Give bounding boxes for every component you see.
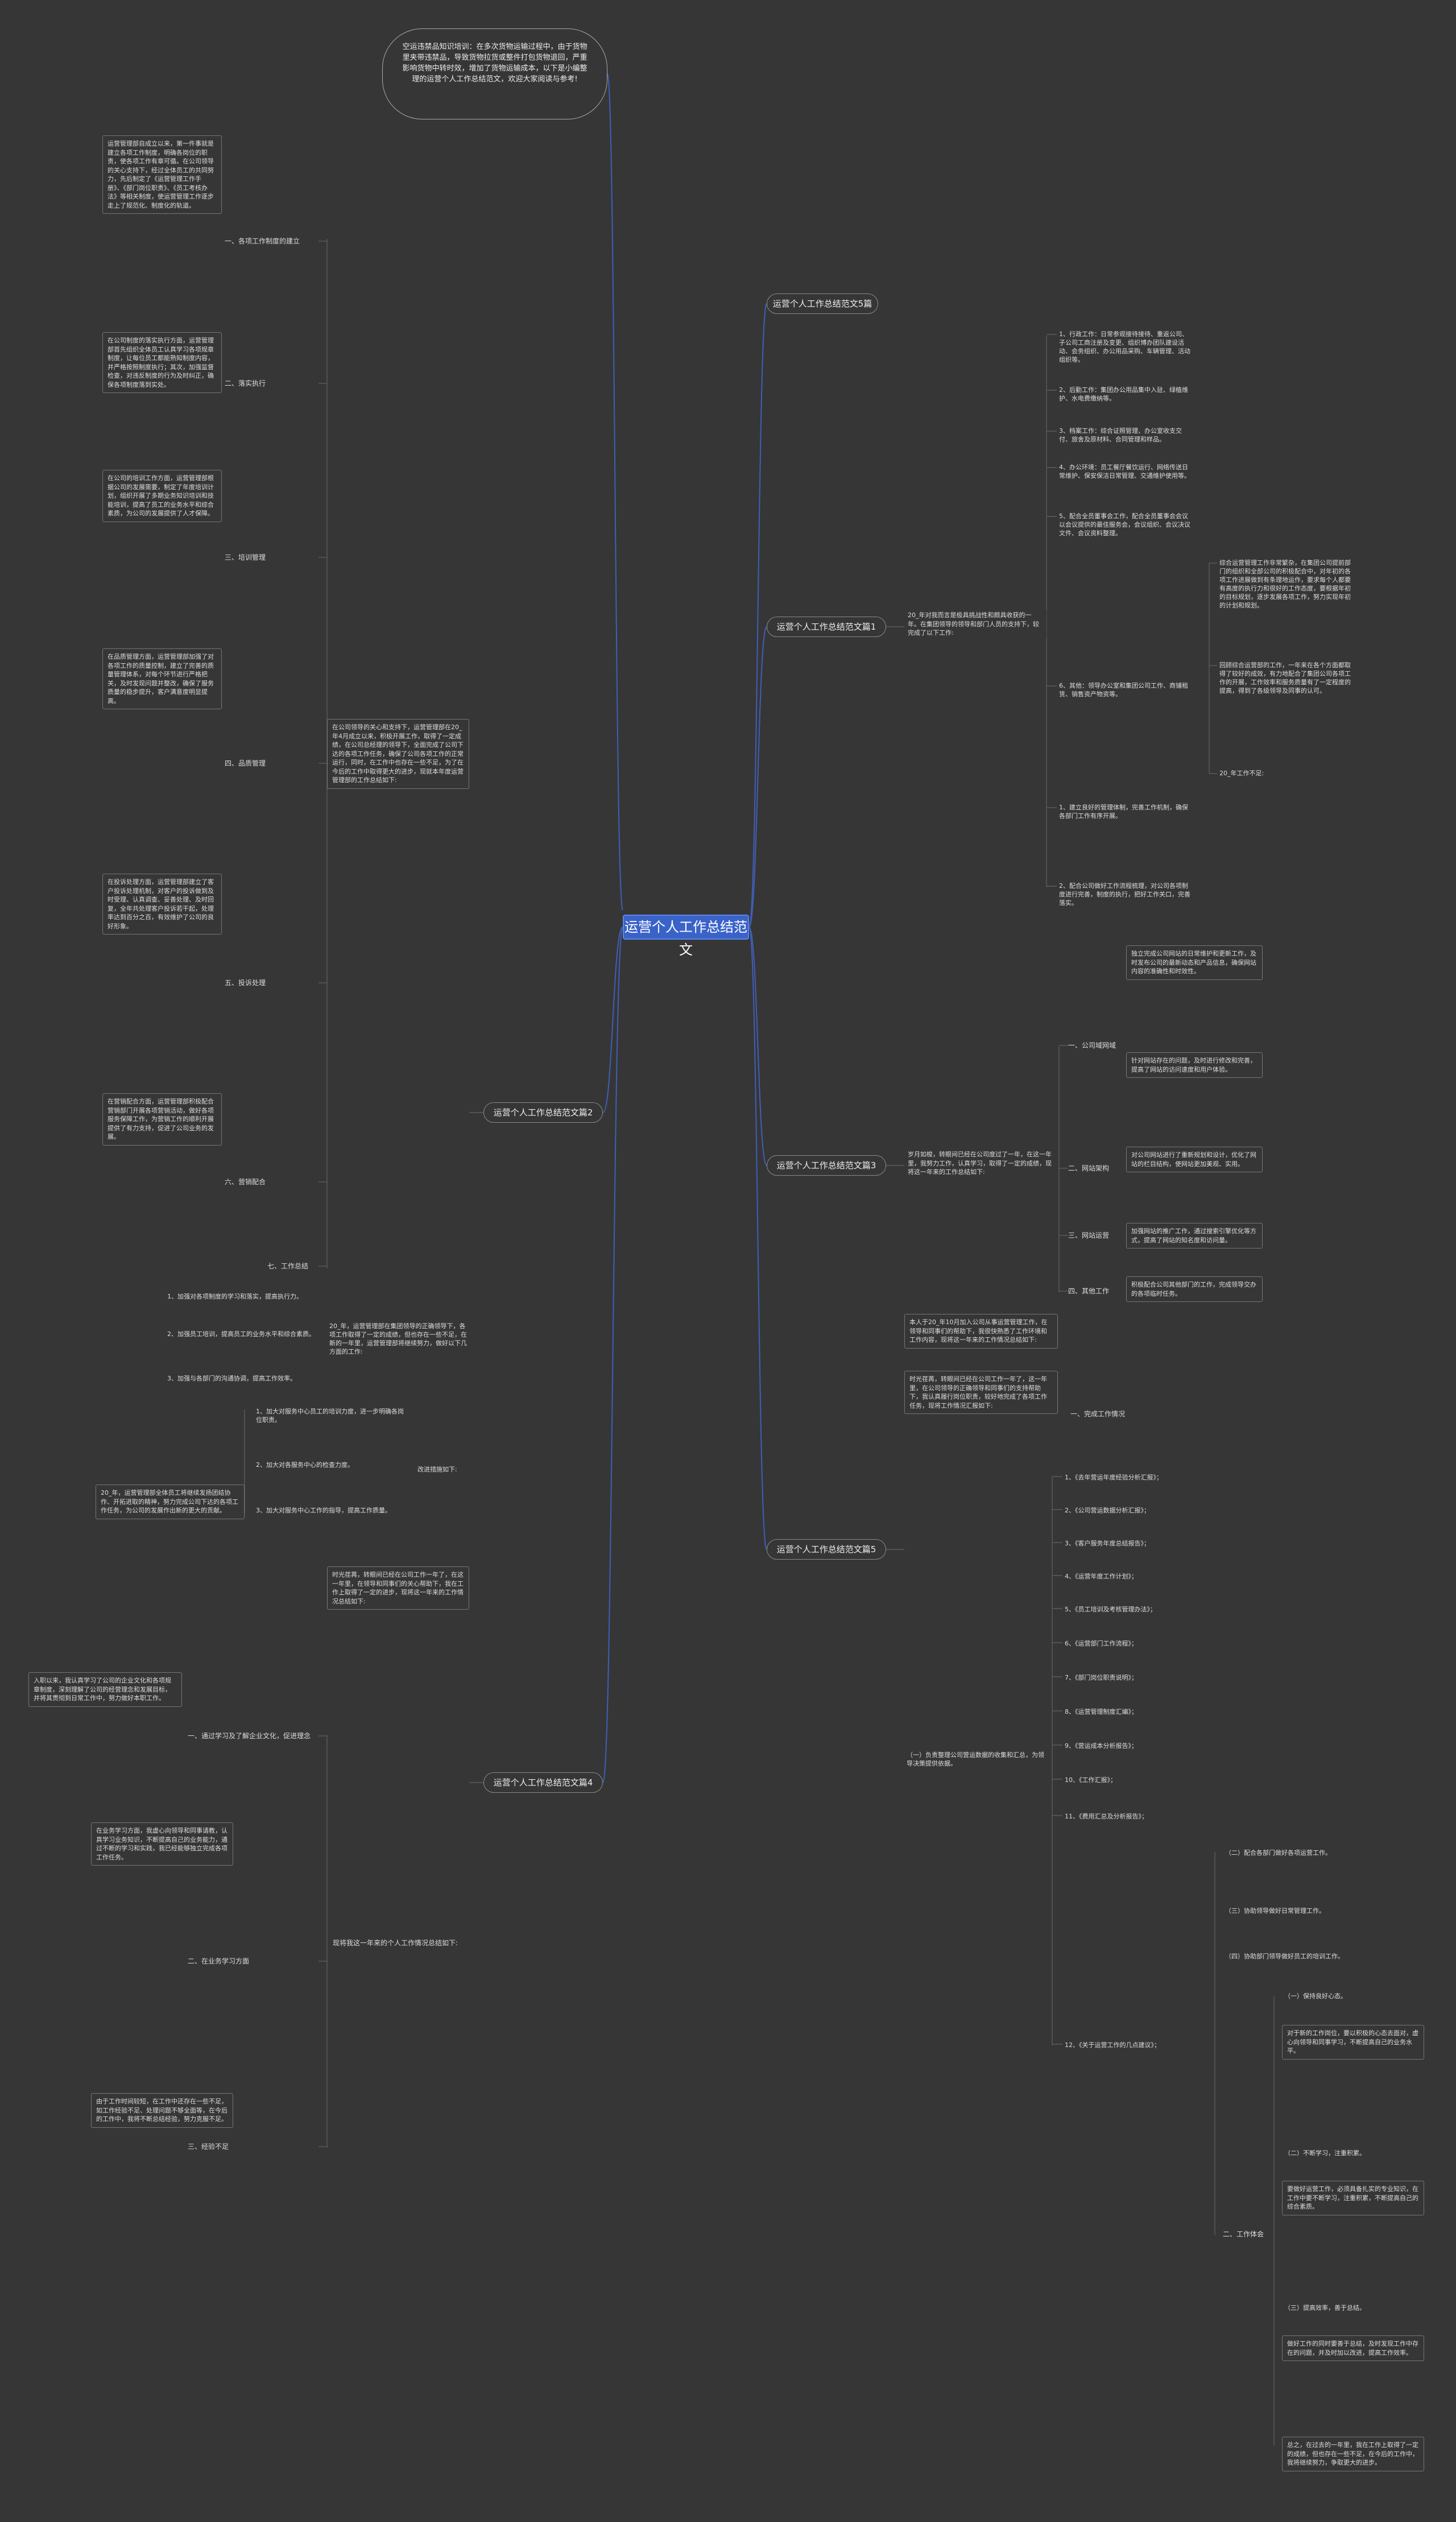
pian5-report: 8、《运营管理制度汇编》； <box>1065 1708 1138 1715</box>
pian5-sub-label: （一）负责整理公司营运数据的收集和汇总，为领导决策提供依据。 <box>907 1751 1044 1767</box>
pian4-summary: 时光荏苒，转眼间已经在公司工作一年了，在这一年里，在领导和同事们的关心帮助下，我… <box>327 1566 469 1610</box>
pian3-section-item: 针对网站存在的问题，及时进行修改和完善，提高了网站的访问速度和用户体验。 <box>1126 1052 1263 1078</box>
pian4-section-label[interactable]: 一、通过学习及了解企业文化，促进理念 <box>188 1732 311 1740</box>
pian2-section-label[interactable]: 三、培训管理 <box>225 553 266 561</box>
pian5-sub-item: （四）协助部门领导做好员工的培训工作。 <box>1225 1953 1344 1960</box>
connector <box>748 626 767 928</box>
pian5-done-label[interactable]: 一、完成工作情况 <box>1070 1410 1126 1418</box>
pian4-section-text: 入职以来，我认真学习了公司的企业文化和各项规章制度，深刻理解了公司的经营理念和发… <box>28 1672 182 1707</box>
pian1-item: 2、后勤工作：集团办公用品集中入驻、绿植维护、水电费缴纳等。 <box>1059 386 1188 402</box>
connector <box>748 927 767 1550</box>
pian1-item: 20_年工作不足: <box>1219 770 1264 777</box>
pian5-report: 9、《营运成本分析报告》； <box>1065 1742 1138 1750</box>
pian1-summary: 20_年对我而言是极具挑战性和颇具收获的一年。在集团领导的领导和部门人员的支持下… <box>904 610 1046 639</box>
pian5-sub-item: （三）协助领导做好日常管理工作。 <box>1225 1907 1325 1915</box>
pian3-section-item: 独立完成公司网站的日常维护和更新工作，及时发布公司的最新动态和产品信息，确保网站… <box>1126 945 1263 980</box>
branch-fanwen-5pian[interactable]: 运营个人工作总结范文5篇 <box>767 293 878 314</box>
pian2-improve-label[interactable]: 改进措施如下: <box>417 1466 457 1473</box>
pian1-item: 1、建立良好的管理体制，完善工作机制，确保各部门工作有序开展。 <box>1059 804 1188 820</box>
pian1-item: 2、配合公司做好工作流程梳理，对公司各项制度进行完善，制度的执行，把好工作关口，… <box>1059 882 1190 907</box>
pian5-sub-item: （二）配合各部门做好各项运营工作。 <box>1225 1849 1331 1857</box>
pian5-report: 11、《费用汇总及分析报告》； <box>1065 1813 1148 1820</box>
pian4-section-text: 在业务学习方面，我虚心向领导和同事请教，认真学习业务知识，不断提高自己的业务能力… <box>91 1822 233 1866</box>
pian2-improve-item: 3、加大对服务中心工作的指导，提高工作质量。 <box>256 1507 391 1514</box>
pian2-next-lead: 20_年，运营管理部在集团领导的正确领导下，各项工作取得了一定的成绩，但也存在一… <box>329 1322 467 1355</box>
pian2-section-text: 运营管理部自成立以来，第一件事就是建立各项工作制度，明确各岗位的职责，使各项工作… <box>102 135 222 214</box>
pian5-tail-item: 要做好运营工作，必须具备扎实的专业知识，在工作中要不断学习，注重积累，不断提高自… <box>1282 2181 1424 2215</box>
pian5-report: 3、《客户服务年度总结报告》； <box>1065 1540 1150 1547</box>
pian3-section-item: 积极配合公司其他部门的工作，完成领导交办的各项临时任务。 <box>1126 1276 1263 1302</box>
pian2-section-text: 在公司制度的落实执行方面，运营管理部首先组织全体员工认真学习各项规章制度，让每位… <box>102 332 222 393</box>
pian2-section-label[interactable]: 一、各项工作制度的建立 <box>225 237 300 245</box>
connector <box>602 927 623 1113</box>
pian1-item: 5、配合全员董事会工作，配合全员董事会会议以会议提供的最佳服务会，会议组织、会议… <box>1059 512 1190 537</box>
pian5-tail-item: （三）提高效率，善于总结。 <box>1284 2304 1366 2312</box>
pian2-next-item: 3、加强与各部门的沟通协调，提高工作效率。 <box>167 1375 296 1382</box>
pian4-section-label[interactable]: 三、经验不足 <box>188 2143 229 2151</box>
pian5-tail-item: 对于新的工作岗位，要以积极的心态去面对，虚心向领导和同事学习，不断提高自己的业务… <box>1282 2025 1424 2060</box>
pian5-tail-item: （一）保持良好心态。 <box>1284 1992 1347 2000</box>
pian5-summary2: 时光荏苒，转眼间已经在公司工作一年了，这一年里，在公司领导的正确领导和同事们的支… <box>904 1371 1058 1414</box>
pian5-report: 10、《工作汇报》； <box>1065 1776 1116 1784</box>
branch-pian2[interactable]: 运营个人工作总结范文篇2 <box>483 1102 603 1123</box>
pian1-item: 1、行政工作：日常参观接待接待、重返公司、子公司工商注册及变更、组织博办团队建设… <box>1059 330 1190 363</box>
pian5-report: 12、《关于运营工作的几点建议》； <box>1065 2041 1160 2049</box>
connector <box>748 927 767 1166</box>
pian3-section-label[interactable]: 二、网站架构 <box>1068 1164 1110 1172</box>
pian1-item: 6、其他：领导办公室和集团公司工作、商铺租赁、销售资产物资等。 <box>1059 682 1188 698</box>
pian5-tail-item: 总之，在过去的一年里，我在工作上取得了一定的成绩，但也存在一些不足，在今后的工作… <box>1282 2437 1424 2471</box>
branch-pian4[interactable]: 运营个人工作总结范文篇4 <box>483 1772 603 1793</box>
pian3-section-label[interactable]: 四、其他工作 <box>1068 1287 1110 1295</box>
branch-pian3[interactable]: 运营个人工作总结范文篇3 <box>767 1155 886 1176</box>
pian3-section-item: 对公司网站进行了重新规划和设计，优化了网站的栏目结构，使网站更加美观、实用。 <box>1126 1147 1263 1172</box>
pian1-item: 回顾综合运营部的工作，一年来在各个方面都取得了较好的成效，有力地配合了集团公司各… <box>1219 661 1351 694</box>
branch-pian1[interactable]: 运营个人工作总结范文篇1 <box>767 617 886 637</box>
pian2-section-label[interactable]: 七、工作总结 <box>267 1262 309 1270</box>
pian4-section-text: 由于工作时间较短，在工作中还存在一些不足，如工作经验不足、处理问题不够全面等，在… <box>91 2093 233 2128</box>
intro-bubble: 空运违禁品知识培训：在多次货物运输过程中，由于货物里夹带违禁品，导致货物拉货或整… <box>382 28 607 119</box>
pian5-report: 4、《运营年度工作计划》； <box>1065 1573 1138 1580</box>
pian3-section-item: 加强网站的推广工作，通过搜索引擎优化等方式，提高了网站的知名度和访问量。 <box>1126 1223 1263 1248</box>
pian5-tail-item: （二）不断学习，注重积累。 <box>1284 2149 1366 2157</box>
pian2-section-label[interactable]: 六、营销配合 <box>225 1178 266 1186</box>
pian5-report: 2、《公司营运数据分析汇报》； <box>1065 1507 1150 1514</box>
pian5-tail-item: 做好工作的同时要善于总结，及时发现工作中存在的问题，并及时加以改进，提高工作效率… <box>1282 2335 1424 2361</box>
pian2-section-text: 在品质管理方面，运营管理部加强了对各项工作的质量控制，建立了完善的质量管理体系，… <box>102 648 222 709</box>
pian3-section-label[interactable]: 一、公司域网域 <box>1068 1041 1116 1049</box>
pian4-section-label[interactable]: 二、在业务学习方面 <box>188 1957 250 1965</box>
pian1-item: 3、档案工作：综合证照管理、办公室收支交付、旅舍及原材料、合同管理和样品。 <box>1059 427 1182 443</box>
pian1-item: 综合运营管理工作非常繁杂，在集团公司提前部门的组织和全部公司的积极配合中，对年初… <box>1219 559 1351 609</box>
branch-pian5[interactable]: 运营个人工作总结范文篇5 <box>767 1539 886 1560</box>
pian2-next-item: 2、加强员工培训，提高员工的业务水平和综合素质。 <box>167 1330 315 1338</box>
pian4-next-label[interactable]: 现将我这一年来的个人工作情况总结如下: <box>333 1939 458 1947</box>
pian2-improve-item: 1、加大对服务中心员工的培训力度，进一步明确各岗位职责。 <box>256 1408 404 1424</box>
pian5-summary: 本人于20_年10月加入公司从事运营管理工作，在领导和同事们的帮助下，我很快熟悉… <box>904 1314 1058 1349</box>
pian5-report: 1、《去年营运年度经验分析汇报》； <box>1065 1474 1163 1481</box>
pian2-improve-item: 2、加大对各服务中心的检查力度。 <box>256 1461 354 1469</box>
pian2-section-label[interactable]: 五、投诉处理 <box>225 979 266 987</box>
pian5-report: 7、《部门岗位职责说明》； <box>1065 1674 1138 1681</box>
pian3-section-label[interactable]: 三、网站运营 <box>1068 1231 1110 1239</box>
pian3-summary: 岁月如梭，转眼间已经在公司度过了一年，在这一年里，我努力工作，认真学习，取得了一… <box>904 1149 1058 1178</box>
pian2-summary: 在公司领导的关心和支持下，运营管理部在20_年4月成立以来，积极开展工作，取得了… <box>327 719 469 789</box>
pian5-report: 5、《员工培训及考核管理办法》； <box>1065 1606 1156 1613</box>
connector <box>602 927 623 1783</box>
pian2-tail-text: 20_年，运营管理部全体员工将继续发扬团结协作、开拓进取的精神，努力完成公司下达… <box>96 1485 245 1519</box>
pian2-section-text: 在公司的培训工作方面，运营管理部根据公司的发展需要，制定了年度培训计划，组织开展… <box>102 470 222 522</box>
pian5-tail-label[interactable]: 二、工作体会 <box>1223 2230 1264 2238</box>
pian2-section-label[interactable]: 二、落实执行 <box>225 379 266 387</box>
pian2-section-text: 在营销配合方面，运营管理部积极配合营销部门开展各项营销活动，做好各项服务保障工作… <box>102 1093 222 1146</box>
pian2-section-text: 在投诉处理方面，运营管理部建立了客户投诉处理机制，对客户的投诉做到及时受理、认真… <box>102 874 222 935</box>
pian1-item: 4、办公环境：员工餐厅餐饮运行、网络传送日常维护、保安保洁日常管理、交通维护使用… <box>1059 464 1190 479</box>
connector <box>748 303 767 928</box>
connector <box>607 73 623 911</box>
pian2-section-label[interactable]: 四、品质管理 <box>225 759 266 767</box>
root-node[interactable]: 运营个人工作总结范文 <box>623 915 749 958</box>
pian2-next-item: 1、加强对各项制度的学习和落实，提高执行力。 <box>167 1293 303 1300</box>
pian5-report: 6、《运营部门工作流程》； <box>1065 1640 1138 1647</box>
